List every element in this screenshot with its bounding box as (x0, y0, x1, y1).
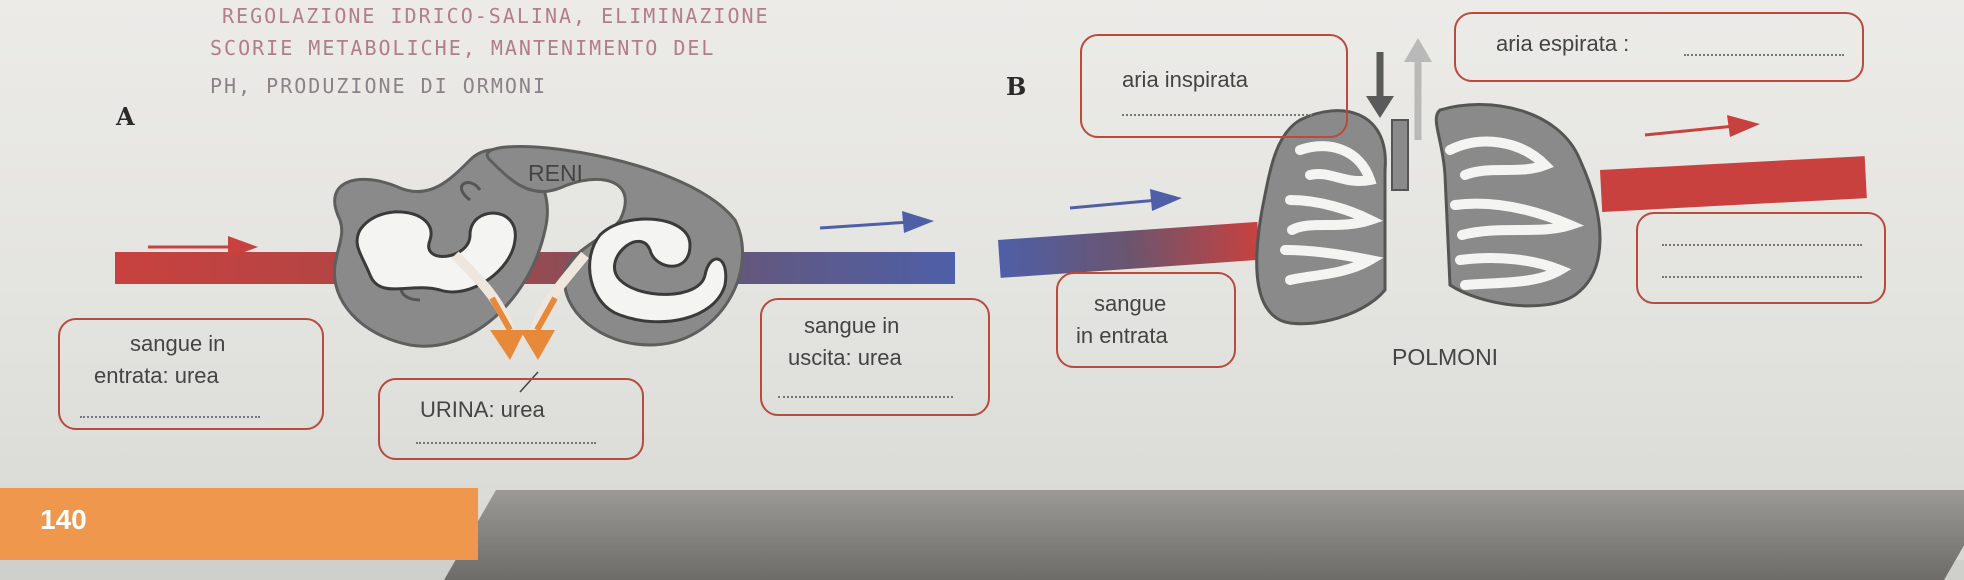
blood-out-kidneys-line1: sangue in (804, 313, 900, 338)
handwritten-note-line1: REGOLAZIONE IDRICO-SALINA, ELIMINAZIONE (222, 4, 770, 28)
blank-line (1122, 114, 1312, 116)
blank-line (1684, 54, 1844, 56)
flow-arrow-in-b (1069, 189, 1182, 211)
blood-out-kidneys-line2: uscita: urea (788, 345, 902, 370)
air-in-arrow (1366, 52, 1394, 118)
handwritten-note-line2: SCORIE METABOLICHE, MANTENIMENTO DEL (210, 36, 716, 60)
blood-in-box-lungs: sangue in entrata (1056, 272, 1236, 368)
blood-in-lungs-line2: in entrata (1076, 323, 1168, 348)
urine-arrow-left (489, 296, 525, 360)
blank-line (1662, 276, 1862, 278)
section-b-label: B (1006, 72, 1027, 101)
blood-vessel-lungs (997, 221, 1261, 278)
right-kidney-icon (485, 145, 744, 347)
urine-arrow-right (520, 296, 558, 360)
blood-out-box-kidneys: sangue in uscita: urea (760, 298, 990, 416)
blank-line (416, 442, 596, 444)
blank-line (778, 396, 953, 398)
section-a-label: A (116, 102, 135, 131)
blood-in-kidneys-line1: sangue in (130, 331, 226, 356)
lungs-title: POLMONI (1392, 344, 1499, 370)
air-out-arrow (1404, 38, 1432, 140)
blank-line (1662, 244, 1862, 246)
right-ureter (530, 251, 589, 332)
trachea (1391, 119, 1409, 191)
urine-text: URINA: urea (420, 397, 545, 422)
book-page-edge (444, 490, 1964, 580)
blood-out-box-lungs (1636, 212, 1886, 304)
blood-in-box-kidneys: sangue in entrata: urea (58, 318, 324, 430)
pointer-urine (519, 371, 539, 393)
blank-line (80, 416, 260, 418)
kidneys-title: RENI (528, 160, 583, 186)
handwritten-note-line3: PH, PRODUZIONE DI ORMONI (210, 74, 547, 98)
air-in-text: aria inspirata (1122, 67, 1248, 92)
air-out-box: aria espirata : (1454, 12, 1864, 82)
urine-box: URINA: urea (378, 378, 644, 460)
blood-in-lungs-line1: sangue (1094, 291, 1167, 316)
blood-vessel-lungs-out (1600, 156, 1867, 212)
diagram-graphics (115, 38, 1867, 393)
flow-arrow-out-a (819, 211, 934, 233)
right-lung-icon (1434, 103, 1602, 308)
blood-in-kidneys-line2: entrata: urea (94, 363, 219, 388)
air-in-box: aria inspirata (1080, 34, 1348, 138)
flow-arrow-out-b (1644, 115, 1760, 137)
page-number-badge: 140 (0, 488, 478, 560)
flow-arrow-in-a (148, 236, 258, 258)
air-out-text: aria espirata : (1496, 31, 1630, 56)
left-lung-icon (1255, 109, 1387, 326)
page-number: 140 (40, 504, 87, 535)
